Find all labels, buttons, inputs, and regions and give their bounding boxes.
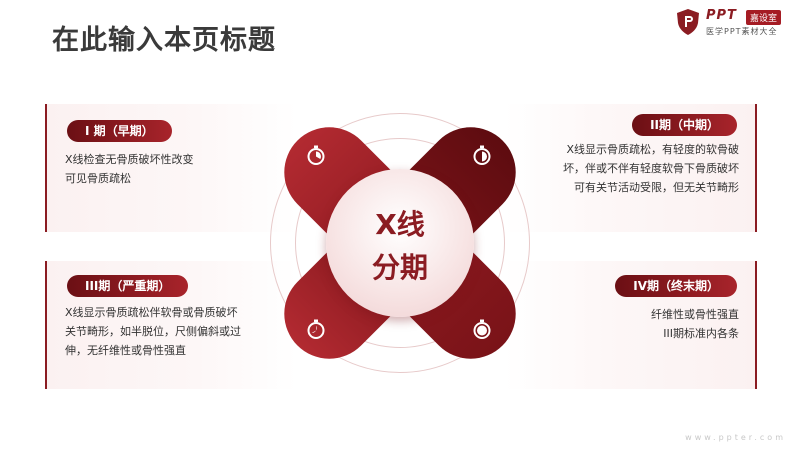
stopwatch-icon [473, 145, 491, 165]
center-title-line1: X线 [375, 208, 425, 241]
stage-text: 纤维性或骨性强直 [651, 308, 739, 321]
stage-label-4: IV期（终末期） [615, 275, 737, 297]
stage-text: X线检查无骨质破坏性改变 [65, 153, 194, 166]
stage-label-1: I 期（早期） [67, 120, 172, 142]
page-title: 在此输入本页标题 [52, 25, 276, 56]
stage-text: 可有关节活动受限，但无关节畸形 [574, 181, 739, 194]
logo-subtitle: 医学PPT素材大全 [706, 27, 778, 36]
outer-ring [270, 113, 530, 373]
inner-ring [295, 138, 505, 348]
logo-brand: PPT [706, 8, 737, 23]
stopwatch-icon [473, 319, 491, 339]
stage-panel-4: IV期（终末期） 纤维性或骨性强直 III期标准内各条 [505, 261, 757, 389]
x-stage-graphic: X线 分期 [265, 108, 535, 378]
stopwatch-icon [307, 319, 325, 339]
logo-badge: 嘉设室 [746, 10, 782, 25]
stage-panel-3: III期（严重期） X线显示骨质疏松伴软骨或骨质破坏 关节畸形，如半脱位，尺侧偏… [45, 261, 297, 389]
stage-text: 关节畸形，如半脱位，尺侧偏斜或过 [65, 325, 241, 338]
stage-text: III期标准内各条 [663, 327, 739, 340]
stage-panel-2: II期（中期） X线显示骨质疏松，有轻度的软骨破 坏，伴或不伴有轻度软骨下骨质破… [505, 104, 757, 232]
shield-icon [677, 9, 699, 35]
center-title-line2: 分期 [371, 251, 428, 284]
stage-label-3: III期（严重期） [67, 275, 189, 297]
stage-text: 坏，伴或不伴有轻度软骨下骨质破坏 [563, 162, 739, 175]
brand-logo: PPT 嘉设室 医学PPT素材大全 [676, 6, 796, 40]
watermark: www.ppter.com [685, 433, 786, 442]
stopwatch-icon [307, 145, 325, 165]
stage-text: X线显示骨质疏松，有轻度的软骨破 [566, 143, 739, 156]
stage-text: 伸，无纤维性或骨性强直 [65, 344, 186, 357]
stage-panel-1: I 期（早期） X线检查无骨质破坏性改变 可见骨质疏松 [45, 104, 297, 232]
stage-text: 可见骨质疏松 [65, 172, 131, 185]
stage-text: X线显示骨质疏松伴软骨或骨质破坏 [65, 306, 238, 319]
stage-label-2: II期（中期） [632, 114, 737, 136]
center-circle [326, 169, 474, 317]
